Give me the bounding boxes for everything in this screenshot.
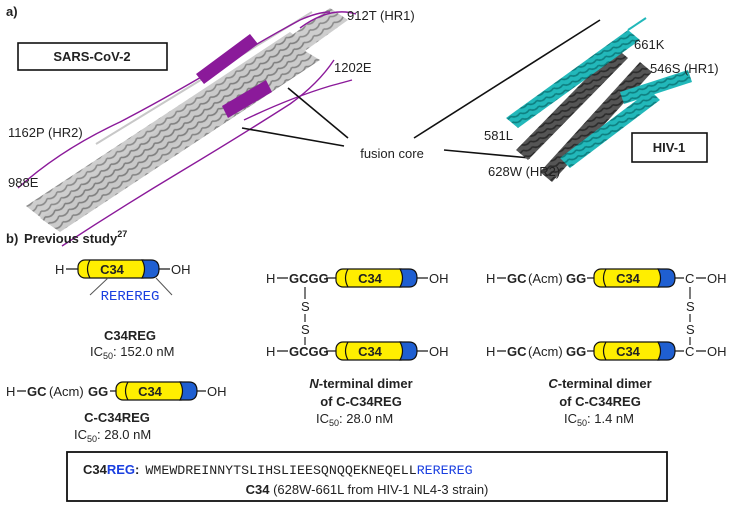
cdimer-h-top: H xyxy=(486,271,495,286)
cc34reg-h: H xyxy=(6,384,15,399)
sars-cov-2-structure xyxy=(17,8,357,247)
cdimer-acm-bottom: (Acm) xyxy=(528,344,563,359)
sars-residue-1162p: 1162P (HR2) xyxy=(8,125,83,140)
hiv-residue-546s: 546S (HR1) xyxy=(650,61,719,76)
cdimer-acm-top: (Acm) xyxy=(528,271,563,286)
ndimer-capsule-top-label: C34 xyxy=(358,271,383,286)
ndimer-ic50: IC50: 28.0 nM xyxy=(316,411,393,428)
cdimer-oh-bottom: OH xyxy=(707,344,727,359)
panel-b-letter: b) xyxy=(6,231,18,246)
ndimer-s1: S xyxy=(301,299,310,314)
hiv-residue-581l: 581L xyxy=(484,128,513,143)
cc34reg-oh: OH xyxy=(207,384,227,399)
cdimer-capsule-bottom-label: C34 xyxy=(616,344,641,359)
sequence-tail: REREREG xyxy=(417,463,473,478)
ndimer-s2: S xyxy=(301,322,310,337)
compound-c34reg: H C34 OH REREREG C34REG IC50: 152.0 nM xyxy=(55,259,191,361)
cdimer-c-top: C xyxy=(685,271,694,286)
cdimer-gg-top: GG xyxy=(566,271,586,286)
cdimer-s2: S xyxy=(686,322,695,337)
sars-residue-1202e: 1202E xyxy=(334,60,372,75)
cdimer-name-line1: C-terminal dimer xyxy=(548,376,651,391)
c34reg-name: C34REG xyxy=(104,328,156,343)
compound-n-terminal-dimer: H GCGG C34 OH S S H GCGG C34 OH N-termin… xyxy=(266,268,449,428)
sequence-label-c34: C34 xyxy=(83,462,108,477)
ndimer-capsule-bottom-label: C34 xyxy=(358,344,383,359)
hiv-1-label: HIV-1 xyxy=(653,140,686,155)
ndimer-oh-bottom: OH xyxy=(429,344,449,359)
hiv-1-label-box xyxy=(631,132,708,163)
fusion-line-4 xyxy=(443,149,531,159)
ndimer-h-top: H xyxy=(266,271,275,286)
hiv-residue-628w: 628W (HR2) xyxy=(488,164,560,179)
panel-b-heading-ref: 27 xyxy=(117,229,127,239)
sequence-label-reg: REG xyxy=(107,462,135,477)
fusion-line-2 xyxy=(241,127,345,147)
sequence-caption: C34 (628W-661L from HIV-1 NL4-3 strain) xyxy=(246,482,489,497)
ndimer-oh-top: OH xyxy=(429,271,449,286)
cdimer-oh-top: OH xyxy=(707,271,727,286)
sequence-line: C34REG:WMEWDREINNYTSLIHSLIEESQNQQEKNEQEL… xyxy=(83,462,473,478)
c34reg-capsule-label: C34 xyxy=(100,262,125,277)
ndimer-gcgg-top: GCGG xyxy=(289,271,329,286)
cdimer-gc-top: GC xyxy=(507,271,527,286)
cdimer-capsule-top-label: C34 xyxy=(616,271,641,286)
panel-b-heading: Previous study27 xyxy=(24,229,127,246)
cc34reg-acm: (Acm) xyxy=(49,384,84,399)
sequence-box xyxy=(66,451,668,502)
ndimer-name-line1: N-terminal dimer xyxy=(309,376,412,391)
cc34reg-ic50: IC50: 28.0 nM xyxy=(74,427,151,444)
fusion-line-1 xyxy=(287,87,349,139)
sars-residue-988e: 988E xyxy=(8,175,39,190)
panel-a-letter: a) xyxy=(6,4,18,19)
fusion-line-3 xyxy=(413,19,601,139)
compound-c-c34reg: H GC (Acm) GG C34 OH C-C34REG IC50: 28.0… xyxy=(6,381,227,444)
fusion-core-label: fusion core xyxy=(360,146,424,161)
sars-residue-912t: 912T (HR1) xyxy=(347,8,415,23)
cc34reg-gc: GC xyxy=(27,384,47,399)
cc34reg-capsule-label: C34 xyxy=(138,384,163,399)
cdimer-s1: S xyxy=(686,299,695,314)
compound-c-terminal-dimer: H GC (Acm) GG C34 C OH S S H GC (Acm) GG… xyxy=(486,268,727,428)
c34reg-tail: REREREG xyxy=(101,289,160,305)
ndimer-h-bottom: H xyxy=(266,344,275,359)
cdimer-h-bottom: H xyxy=(486,344,495,359)
cc34reg-name: C-C34REG xyxy=(84,410,150,425)
panel-b-heading-text: Previous study xyxy=(24,231,118,246)
sequence-main: WMEWDREINNYTSLIHSLIEESQNQQEKNEQELL xyxy=(145,463,416,478)
c34reg-ic50: IC50: 152.0 nM xyxy=(90,344,174,361)
cdimer-c-bottom: C xyxy=(685,344,694,359)
sars-cov-2-label: SARS-CoV-2 xyxy=(53,49,130,64)
ndimer-name-line2: of C-C34REG xyxy=(320,394,402,409)
ndimer-gcgg-bottom: GCGG xyxy=(289,344,329,359)
cc34reg-gg: GG xyxy=(88,384,108,399)
hiv-residue-661k: 661K xyxy=(634,37,665,52)
c34reg-h: H xyxy=(55,262,64,277)
cdimer-gg-bottom: GG xyxy=(566,344,586,359)
hiv-1-structure xyxy=(506,17,692,182)
cdimer-name-line2: of C-C34REG xyxy=(559,394,641,409)
sars-cov-2-label-box xyxy=(17,42,168,71)
cdimer-gc-bottom: GC xyxy=(507,344,527,359)
cdimer-ic50: IC50: 1.4 nM xyxy=(564,411,634,428)
c34reg-oh: OH xyxy=(171,262,191,277)
